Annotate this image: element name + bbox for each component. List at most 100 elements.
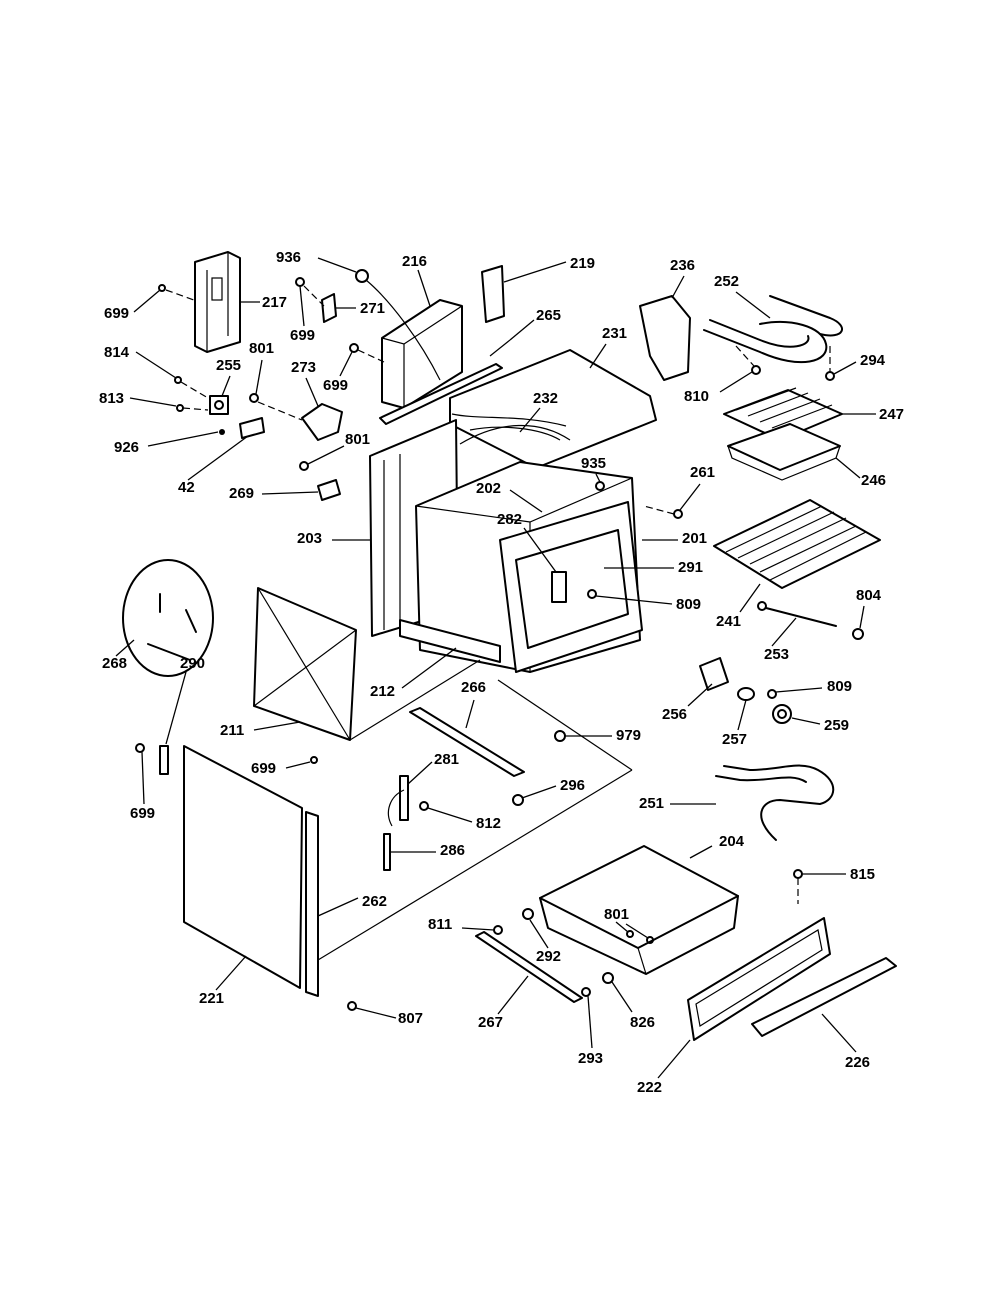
part-252-broil-element	[703, 291, 843, 372]
part-699-screw-left	[135, 743, 145, 805]
part-241-oven-rack	[713, 499, 881, 613]
callout-p268: 268	[102, 655, 127, 672]
part-253-light-wire	[757, 601, 837, 647]
callout-p296: 296	[560, 777, 585, 794]
assembly-line-221	[317, 769, 633, 961]
part-807-screw	[347, 1001, 397, 1019]
callout-p809a: 809	[676, 596, 701, 613]
part-294-screw	[825, 361, 857, 381]
part-810-screw	[719, 345, 761, 393]
screw-699-top	[339, 343, 385, 377]
callout-p699a: 699	[104, 305, 129, 322]
part-809-screw-b	[767, 687, 823, 699]
part-271-clip	[321, 293, 356, 323]
callout-p247: 247	[879, 406, 904, 423]
part-217-bracket	[194, 251, 260, 353]
callout-p801b: 801	[345, 431, 370, 448]
part-211-insulation	[253, 587, 481, 741]
callout-p267: 267	[478, 1014, 503, 1031]
callout-p979: 979	[616, 727, 641, 744]
part-926-washer	[147, 429, 225, 447]
callout-p251: 251	[639, 795, 664, 812]
part-222-drawer-front	[657, 917, 831, 1079]
callout-p42: 42	[178, 479, 195, 496]
part-221-side-panel	[183, 745, 303, 991]
callout-p801a: 801	[249, 340, 274, 357]
part-292-washer	[522, 908, 549, 949]
callout-p809b: 809	[827, 678, 852, 695]
part-257-bulb	[737, 687, 755, 731]
callout-p255: 255	[216, 357, 241, 374]
callout-p241: 241	[716, 613, 741, 630]
callout-p231: 231	[602, 325, 627, 342]
part-282-sensor	[523, 527, 567, 603]
callout-p204: 204	[719, 833, 745, 850]
part-204-drawer	[539, 845, 739, 975]
callout-p699e: 699	[130, 805, 155, 822]
callout-p202: 202	[476, 480, 501, 497]
callout-p253: 253	[764, 646, 789, 663]
part-246-broil-pan	[727, 423, 861, 481]
part-226-kick-panel	[751, 957, 897, 1053]
callout-p257: 257	[722, 731, 747, 748]
part-255-switch	[209, 375, 231, 415]
callout-p273: 273	[291, 359, 316, 376]
part-814-screw	[135, 351, 209, 399]
callout-p814: 814	[104, 344, 130, 361]
callout-p807: 807	[398, 1010, 423, 1027]
callout-p259: 259	[824, 717, 849, 734]
part-809-screw-a	[587, 589, 673, 605]
part-286-sensor	[383, 833, 436, 871]
callout-p826: 826	[630, 1014, 655, 1031]
part-813-screw	[129, 397, 209, 412]
callout-p217: 217	[262, 294, 287, 311]
callout-p811: 811	[428, 916, 452, 933]
part-815-screw	[793, 869, 846, 904]
callout-p232: 232	[533, 390, 558, 407]
callout-p262: 262	[362, 893, 387, 910]
part-212-frame-rail	[399, 619, 501, 689]
screw-699-upper	[133, 284, 195, 313]
part-201-oven-front-frame	[499, 501, 678, 673]
part-262-trim	[305, 811, 359, 997]
part-936-grommet	[317, 257, 441, 381]
callout-p699b: 699	[290, 327, 315, 344]
callout-p935: 935	[581, 455, 606, 472]
part-801-screw-b	[299, 445, 345, 471]
callout-p203: 203	[297, 530, 322, 547]
part-267-slide	[475, 931, 583, 1015]
callout-p291: 291	[678, 559, 703, 576]
part-979-nut	[554, 730, 612, 742]
callout-p293: 293	[578, 1050, 603, 1067]
callout-p236: 236	[670, 257, 695, 274]
part-290-hinge	[159, 671, 187, 775]
callout-p212: 212	[370, 683, 395, 700]
callout-p801c: 801	[604, 906, 629, 923]
part-804-screw	[852, 605, 865, 640]
part-256-lamp-socket	[687, 657, 729, 707]
part-296-screw	[512, 785, 557, 806]
screw-699-mid	[295, 277, 325, 327]
assembly-line-979	[497, 679, 633, 771]
callout-p226: 226	[845, 1054, 870, 1071]
callout-p292: 292	[536, 948, 561, 965]
callout-p265: 265	[536, 307, 561, 324]
callout-p222: 222	[637, 1079, 662, 1096]
callout-p926: 926	[114, 439, 139, 456]
callout-p936: 936	[276, 249, 301, 266]
callout-p252: 252	[714, 273, 739, 290]
part-273-cover	[301, 377, 343, 441]
part-801-screw-a	[249, 359, 303, 421]
callout-p699d: 699	[251, 760, 276, 777]
part-219-bracket	[481, 261, 567, 323]
callout-p804: 804	[856, 587, 882, 604]
callout-p271: 271	[360, 300, 385, 317]
part-247-broil-grid	[723, 387, 876, 441]
callout-p266: 266	[461, 679, 486, 696]
part-251-bake-element	[670, 764, 835, 841]
part-265-strip	[379, 319, 535, 425]
part-801-screws-c	[615, 921, 654, 944]
part-293-screw	[581, 987, 593, 1049]
callout-p812: 812	[476, 815, 501, 832]
